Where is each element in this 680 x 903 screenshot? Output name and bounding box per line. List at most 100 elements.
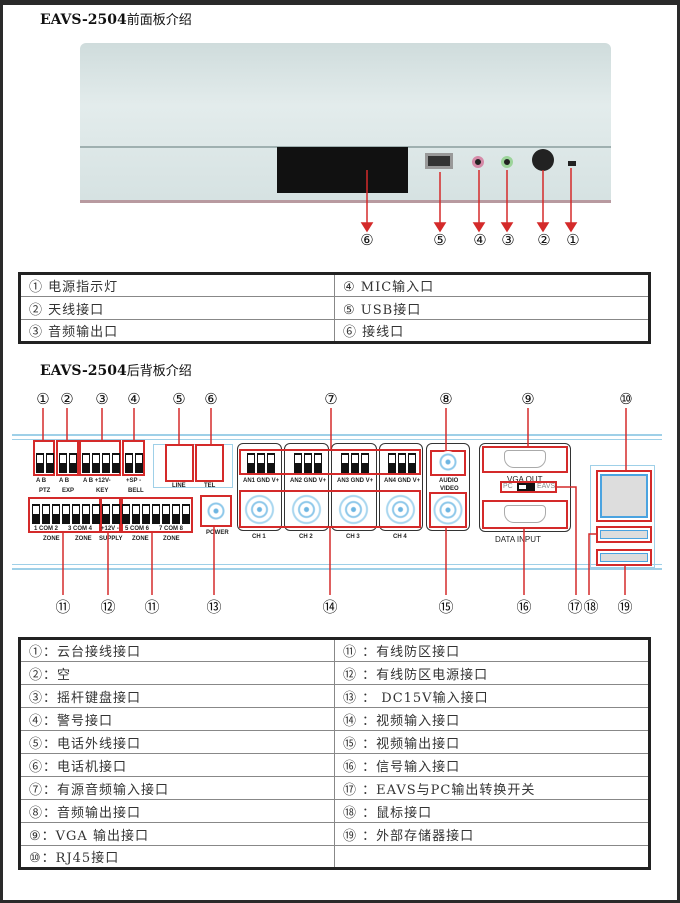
back-panel-image (12, 434, 662, 570)
label: POWER (206, 530, 229, 536)
callout-5: ⑤ (172, 390, 186, 408)
table-cell: ③ 音频输出口 (19, 319, 335, 343)
label: ZONE (163, 536, 180, 542)
wiring-port (277, 147, 408, 193)
label: AUDIO (439, 478, 459, 484)
vga-connector (504, 450, 546, 468)
table-cell: ③：摇杆键盘接口 (19, 684, 335, 708)
power-port (200, 495, 232, 527)
ptz-terminal (33, 440, 55, 476)
table-cell: ④：警号接口 (19, 707, 335, 731)
callout-2: ② (537, 231, 551, 249)
table-cell: ⑰ ：EAVS与PC输出转换开关 (334, 776, 650, 800)
label: CH 3 (346, 534, 360, 540)
table-cell: ①：云台接线接口 (19, 638, 335, 662)
label: CH 1 (252, 534, 266, 540)
zone-terminal-1b (78, 497, 102, 533)
table-cell: ⑨：VGA 输出接口 (19, 822, 335, 846)
label: AN1 GND V+ (243, 478, 280, 484)
table-cell (334, 845, 650, 869)
zone-terminal-1 (28, 497, 78, 533)
label: AN4 GND V+ (384, 478, 421, 484)
storage-port (596, 549, 652, 566)
callout-11: ⑪ (55, 598, 71, 616)
rj45-port (596, 470, 652, 522)
table-cell: ⑦：有源音频输入接口 (19, 776, 335, 800)
front-callout-arrows (360, 168, 578, 233)
callout-4: ④ (473, 231, 487, 249)
label: EAVS (537, 483, 556, 490)
label: CH 4 (393, 534, 407, 540)
table-cell: ⑲ ：外部存储器接口 (334, 822, 650, 846)
table-row: ⑩：RJ45接口 (19, 845, 650, 869)
table-cell: ⑤：电话外线接口 (19, 730, 335, 754)
label: A B +12V- (83, 478, 111, 484)
table-cell: ⑩：RJ45接口 (19, 845, 335, 869)
video-out-port (429, 492, 467, 528)
supply-terminal (99, 497, 121, 533)
callout-6: ⑥ (204, 390, 218, 408)
callout-18: ⑱ (583, 598, 599, 616)
ch3-block (331, 443, 377, 531)
callout-1: ① (36, 390, 50, 408)
audio-bnc (437, 451, 459, 473)
audio-input-terminals (239, 449, 421, 475)
callout-15: ⑮ (438, 598, 454, 616)
vga-out-port (482, 446, 568, 473)
ch4-bnc (384, 493, 417, 526)
table-cell: ⑪ ：有线防区接口 (334, 638, 650, 662)
table-cell: ⑯ ：信号输入接口 (334, 753, 650, 777)
label: A B (59, 478, 70, 484)
table-cell: ④ MIC输入口 (334, 273, 650, 297)
mic-jack (472, 156, 484, 168)
expansion-area (590, 465, 655, 568)
tel-port (195, 444, 224, 482)
callout-16: ⑯ (516, 598, 532, 616)
callout-7: ⑦ (324, 390, 338, 408)
label: DATA INPUT (495, 535, 541, 544)
av-out-block (426, 443, 470, 531)
label: TEL (204, 483, 216, 489)
table-cell: ⑥ 接线口 (334, 319, 650, 343)
ch1-block (237, 443, 282, 531)
table-cell: ⑥：电话机接口 (19, 753, 335, 777)
callout-17: ⑰ (567, 598, 583, 616)
label: 5 COM 6 (125, 526, 150, 532)
label: LINE (172, 483, 186, 489)
callout-9: ⑨ (521, 390, 535, 408)
label: A B (36, 478, 47, 484)
back-callout-lines (42, 408, 627, 595)
video-bnc (433, 495, 463, 525)
table-cell: ⑫ ：有线防区电源接口 (334, 661, 650, 685)
label: BELL (128, 488, 144, 494)
mouse-port (596, 526, 652, 543)
table-cell: ⑤ USB接口 (334, 296, 650, 320)
antenna-port (532, 149, 554, 171)
callout-5: ⑤ (433, 231, 447, 249)
label: 3 COM 4 (68, 526, 93, 532)
video-input-bnc-group (239, 490, 421, 528)
label: +SP - (126, 478, 142, 484)
ch1-bnc (243, 493, 276, 526)
switch-knob (517, 483, 535, 491)
audio-out-jack (501, 156, 513, 168)
label: VIDEO (440, 486, 459, 492)
label: EXP (62, 488, 75, 494)
table-cell: ⑭ ：视频输入接口 (334, 707, 650, 731)
data-connector (504, 505, 546, 523)
pc-eavs-switch[interactable] (500, 481, 557, 493)
ch3-bnc (337, 493, 370, 526)
power-led (568, 161, 576, 166)
callout-4: ④ (127, 390, 141, 408)
front-panel-image (80, 43, 611, 203)
label: 1 COM 2 (34, 526, 59, 532)
back-panel-title: EAVS-2504后背板介绍 (40, 363, 192, 379)
